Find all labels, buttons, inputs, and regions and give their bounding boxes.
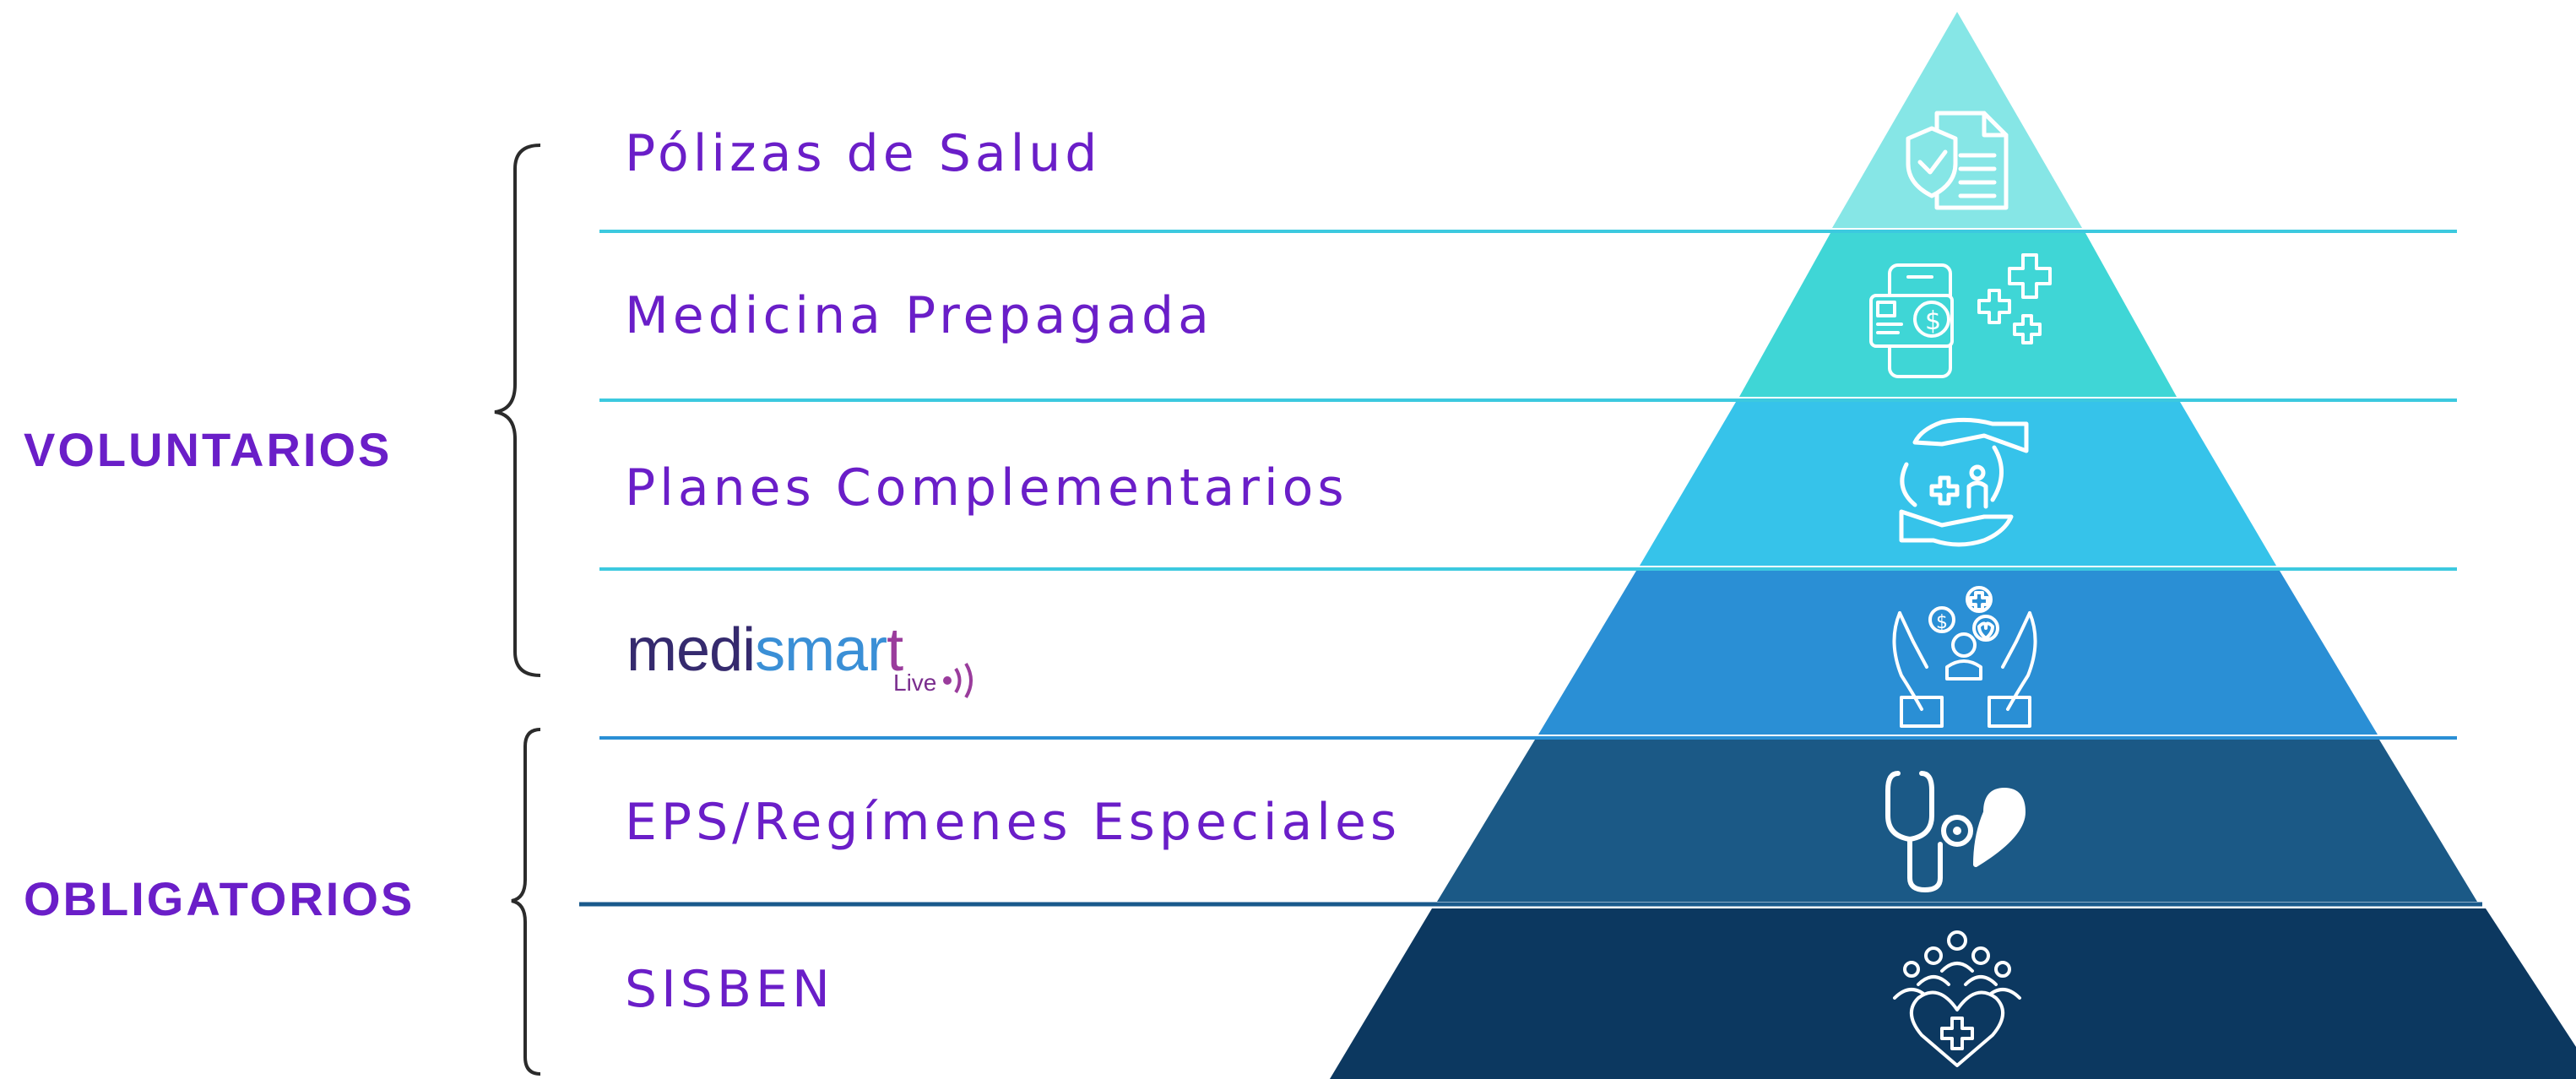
stethoscope-heart-icon (1885, 771, 2026, 892)
hands-protecting-family-icon (1899, 417, 2029, 547)
logo-signal-icon (954, 667, 962, 694)
voluntary-brace (494, 144, 541, 677)
tier-complementarios-fill (1640, 402, 2276, 566)
mobile-payment-health-icon: $ (1869, 253, 2052, 378)
svg-text:$: $ (1936, 612, 1948, 633)
svg-text:medismart: medismart (626, 616, 903, 684)
logo-signal-icon (964, 662, 973, 699)
tier-label-complementarios: Planes Complementarios (625, 458, 1348, 518)
svg-text:$: $ (1925, 306, 1941, 336)
tier-polizas-fill (1832, 12, 2082, 228)
group-label-voluntarios: VOLUNTARIOS (24, 423, 392, 476)
logo-smar: smar (755, 616, 887, 684)
logo-t: t (887, 616, 903, 684)
mandatory-brace (511, 728, 541, 1076)
tier-label-medicina: Medicina Prepagada (625, 286, 1213, 345)
medismart-logo: medismart Live (626, 616, 973, 699)
logo-medi: medi (626, 616, 755, 684)
tier-label-eps: EPS/Regímenes Especiales (625, 793, 1401, 852)
insurance-policy-icon (1906, 111, 2009, 210)
tier-label-polizas: Pólizas de Salud (625, 124, 1101, 183)
community-heart-icon (1893, 930, 2021, 1067)
hands-holding-care-icon: $ (1892, 586, 2037, 728)
tier-sisben-fill (1330, 908, 2576, 1079)
logo-live: Live (893, 670, 936, 696)
group-label-obligatorios: OBLIGATORIOS (24, 872, 415, 925)
tier-medicina-fill (1739, 233, 2177, 397)
logo-signal-icon (943, 676, 952, 685)
tier-label-sisben: SISBEN (625, 960, 834, 1019)
